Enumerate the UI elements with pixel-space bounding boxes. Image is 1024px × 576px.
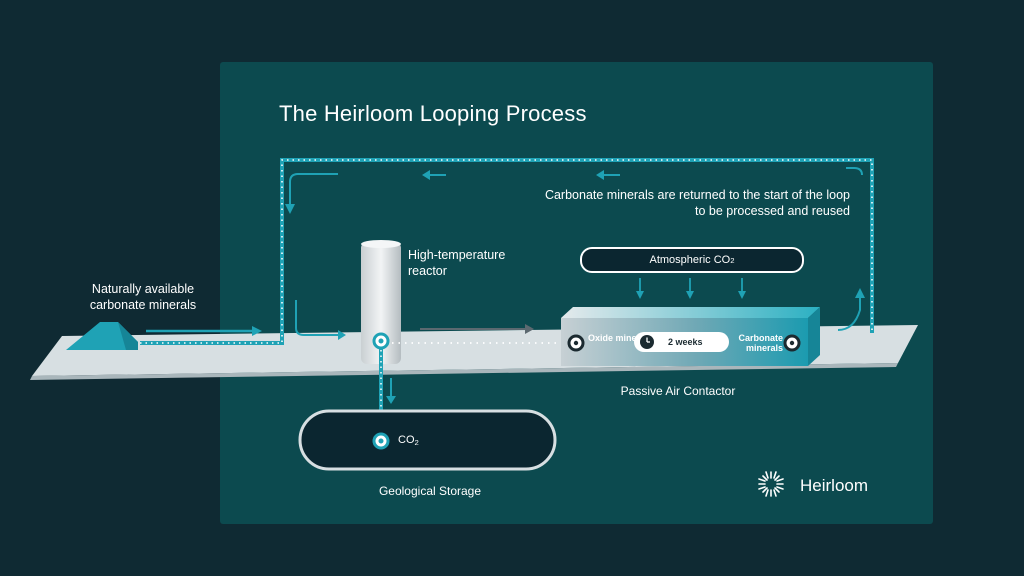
- heirloom-logo-icon: [758, 471, 784, 497]
- co2-label: CO2: [398, 434, 419, 448]
- high-temperature-reactor: [361, 242, 401, 364]
- brand-name: Heirloom: [800, 476, 869, 495]
- loop-note: Carbonate minerals are returned to the s…: [544, 188, 850, 218]
- minerals-input-label: Naturally available carbonate minerals: [89, 282, 197, 312]
- contactor-label: Passive Air Contactor: [620, 384, 736, 398]
- reactor-top: [361, 240, 401, 248]
- reactor-output-arrow: [420, 324, 534, 334]
- contactor-side-face: [808, 307, 820, 366]
- contactor-top-face: [561, 307, 820, 318]
- co2-text: CO: [398, 434, 415, 446]
- oxide-minerals-label: Oxide minerals: [588, 333, 653, 343]
- atmospheric-arrows: [639, 278, 743, 293]
- co2-subscript: 2: [414, 437, 419, 447]
- duration-label: 2 weeks: [668, 337, 703, 347]
- geological-storage-label: Geological Storage: [378, 484, 482, 498]
- loop-arrowheads: [285, 170, 865, 340]
- reactor-label: High-temperature reactor: [408, 248, 506, 278]
- carbonate-minerals-label: Carbonate minerals: [738, 333, 783, 354]
- clock-icon: [640, 335, 654, 349]
- atmospheric-co2-subscript: 2: [730, 255, 735, 265]
- page-title: The Heirloom Looping Process: [279, 101, 587, 126]
- input-arrow: [146, 326, 262, 336]
- atmospheric-co2-label: Atmospheric CO: [649, 254, 731, 266]
- duration-pill: 2 weeks: [634, 332, 729, 352]
- conveyor-belt-edge: [30, 363, 898, 380]
- geological-storage-tank: [298, 409, 557, 471]
- loop-dotted-path-inner: [140, 159, 873, 344]
- mineral-pile-shade: [118, 322, 138, 350]
